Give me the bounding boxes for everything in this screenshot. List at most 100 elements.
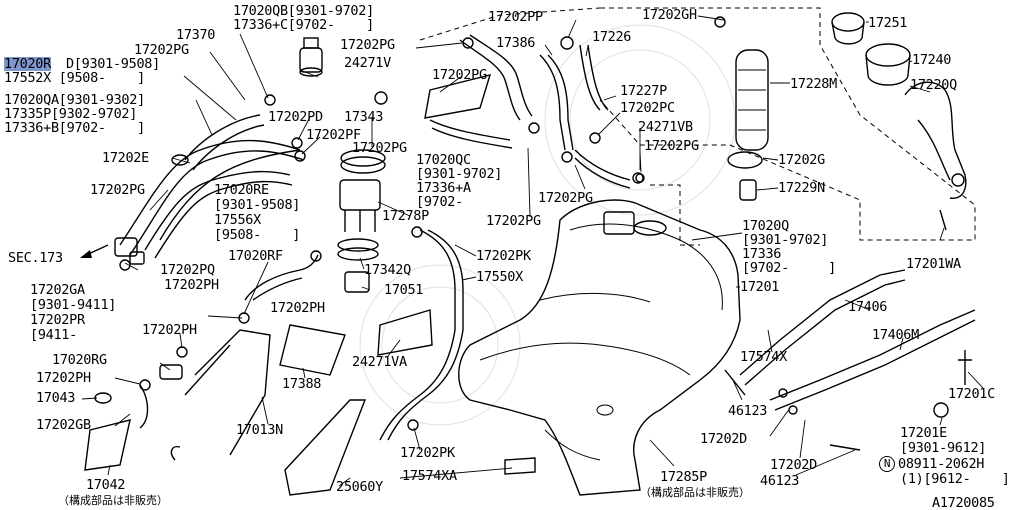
part-label-date-9301-9702: [9301-9702] xyxy=(416,166,503,182)
part-label-17556x: 17556X xyxy=(214,212,261,228)
part-label-17202pg-center: 17202PG xyxy=(352,140,407,156)
part-label-17020r-suffix: D[9301-9508] xyxy=(66,56,160,72)
part-label-17202pr: 17202PR xyxy=(30,312,85,328)
part-label-17020rf: 17020RF xyxy=(228,248,283,264)
part-label-17550x: 17550X xyxy=(476,269,523,285)
part-label-17342q: 17342Q xyxy=(364,262,411,278)
part-label-17202pd: 17202PD xyxy=(268,109,323,125)
canister xyxy=(299,37,323,77)
part-label-17020q: 17020Q xyxy=(742,218,789,234)
part-label-08911-2062h: 08911-2062H xyxy=(898,456,985,472)
part-label-17043: 17043 xyxy=(36,390,76,406)
part-label-17336: 17336 xyxy=(742,246,782,262)
part-label-date-9301-9702-b: [9301-9702] xyxy=(742,232,829,248)
symbol-n-circle: N xyxy=(879,456,895,472)
part-label-17370: 17370 xyxy=(176,27,216,43)
part-label-17020qa: 17020QA[9301-9302] xyxy=(4,92,145,108)
straps xyxy=(724,269,976,451)
part-label-17202pg-center-3: 17202PG xyxy=(538,190,593,206)
part-label-24271vb: 24271VB xyxy=(638,119,693,135)
part-label-17202g: 17202G xyxy=(778,152,825,168)
part-label-17202e: 17202E xyxy=(102,150,149,166)
part-label-17228m: 17228M xyxy=(790,76,837,92)
part-label-date-9301-9411: [9301-9411] xyxy=(30,297,117,313)
part-label-17202pk-2: 17202PK xyxy=(476,248,531,264)
breather-hoses xyxy=(114,114,305,265)
part-label-17020r-highlighted[interactable]: 17020R xyxy=(4,56,51,72)
part-label-17336b: 17336+B[9702- ] xyxy=(4,120,145,136)
part-label-17343: 17343 xyxy=(344,109,384,125)
part-label-17202pg-center-4: 17202PG xyxy=(486,213,541,229)
part-label-46123-2: 46123 xyxy=(760,473,800,489)
part-label-46123-1: 46123 xyxy=(728,403,768,419)
part-label-17386: 17386 xyxy=(496,35,536,51)
part-label-17574x: 17574X xyxy=(740,349,787,365)
sec173-arrow xyxy=(80,244,109,258)
part-label-17042: 17042 xyxy=(86,477,126,493)
part-label-17229n: 17229N xyxy=(778,180,825,196)
part-label-17278p: 17278P xyxy=(382,208,429,224)
part-label-17202gb: 17202GB xyxy=(36,417,91,433)
part-label-17285p: 17285P xyxy=(660,469,707,485)
part-label-17202pg-top: 17202PG xyxy=(340,37,395,53)
part-label-17388: 17388 xyxy=(282,376,322,392)
part-label-17020rg: 17020RG xyxy=(52,352,107,368)
part-label-17202pp: 17202PP xyxy=(488,9,543,25)
part-label-date-9702-b: [9702- ] xyxy=(742,260,836,276)
part-label-17335p: 17335P[9302-9702] xyxy=(4,106,138,122)
part-label-17202ga: 17202GA xyxy=(30,282,85,298)
part-label-17201: 17201 xyxy=(740,279,780,295)
diagram-code: A1720085 xyxy=(932,495,995,510)
part-label-17202pg: 17202PG xyxy=(134,42,189,58)
part-label-17202d-1: 17202D xyxy=(700,431,747,447)
part-label-17020re: 17020RE xyxy=(214,182,269,198)
part-label-17202pq: 17202PQ xyxy=(160,262,215,278)
part-label-17051: 17051 xyxy=(384,282,424,298)
part-label-17336c: 17336+C[9702- ] xyxy=(233,17,374,33)
part-label-24271v: 24271V xyxy=(344,55,391,71)
part-label-17202pg-right: 17202PG xyxy=(644,138,699,154)
part-label-17251: 17251 xyxy=(868,15,908,31)
part-label-17201wa: 17201WA xyxy=(906,256,961,272)
part-label-17406: 17406 xyxy=(848,299,888,315)
part-label-17336a: 17336+A xyxy=(416,180,471,196)
part-label-17202pg-center-2: 17202PG xyxy=(432,67,487,83)
assembly-outline xyxy=(599,7,976,241)
part-label-17227p: 17227P xyxy=(620,83,667,99)
part-label-date-9301-9612: [9301-9612] xyxy=(900,440,987,456)
part-label-17406m: 17406M xyxy=(872,327,919,343)
part-label-17202d-2: 17202D xyxy=(770,457,817,473)
leader-dashed xyxy=(419,7,601,41)
watermark-emblem xyxy=(359,24,736,426)
part-label-17013n: 17013N xyxy=(236,422,283,438)
note-parts-not-sold-right: （構成部品は非販売） xyxy=(640,486,750,499)
part-label-17202pf: 17202PF xyxy=(306,127,361,143)
part-label-17552x: 17552X [9508- ] xyxy=(4,70,145,86)
part-label-date-9411: [9411- xyxy=(30,327,77,343)
section-ref-sec173[interactable]: SEC.173 xyxy=(8,250,63,266)
part-label-qty-9612: (1)[9612- ] xyxy=(900,471,1010,487)
part-label-25060y: 25060Y xyxy=(336,479,383,495)
part-label-17202pc: 17202PC xyxy=(620,100,675,116)
leader-dashed xyxy=(650,184,700,246)
part-label-17220q: 17220Q xyxy=(910,77,957,93)
vent-hoses xyxy=(424,34,631,189)
part-label-17226: 17226 xyxy=(592,29,632,45)
part-label-17202pk-1: 17202PK xyxy=(400,445,455,461)
note-parts-not-sold-left: （構成部品は非販売） xyxy=(58,494,168,507)
part-label-17202ph-2: 17202PH xyxy=(270,300,325,316)
leader-lines xyxy=(81,15,984,487)
part-label-17202ph-4: 17202PH xyxy=(36,370,91,386)
part-label-17201e: 17201E xyxy=(900,425,947,441)
part-label-17201c: 17201C xyxy=(948,386,995,402)
part-label-17240: 17240 xyxy=(912,52,952,68)
part-label-17574xa: 17574XA xyxy=(402,468,457,484)
part-label-date-9301-9508: [9301-9508] xyxy=(214,197,301,213)
part-label-date-9508: [9508- ] xyxy=(214,227,301,243)
part-label-17202ph-1: 17202PH xyxy=(164,277,219,293)
fuel-tank xyxy=(458,199,741,496)
filler-assembly xyxy=(727,12,967,231)
lower-hoses xyxy=(84,229,536,496)
